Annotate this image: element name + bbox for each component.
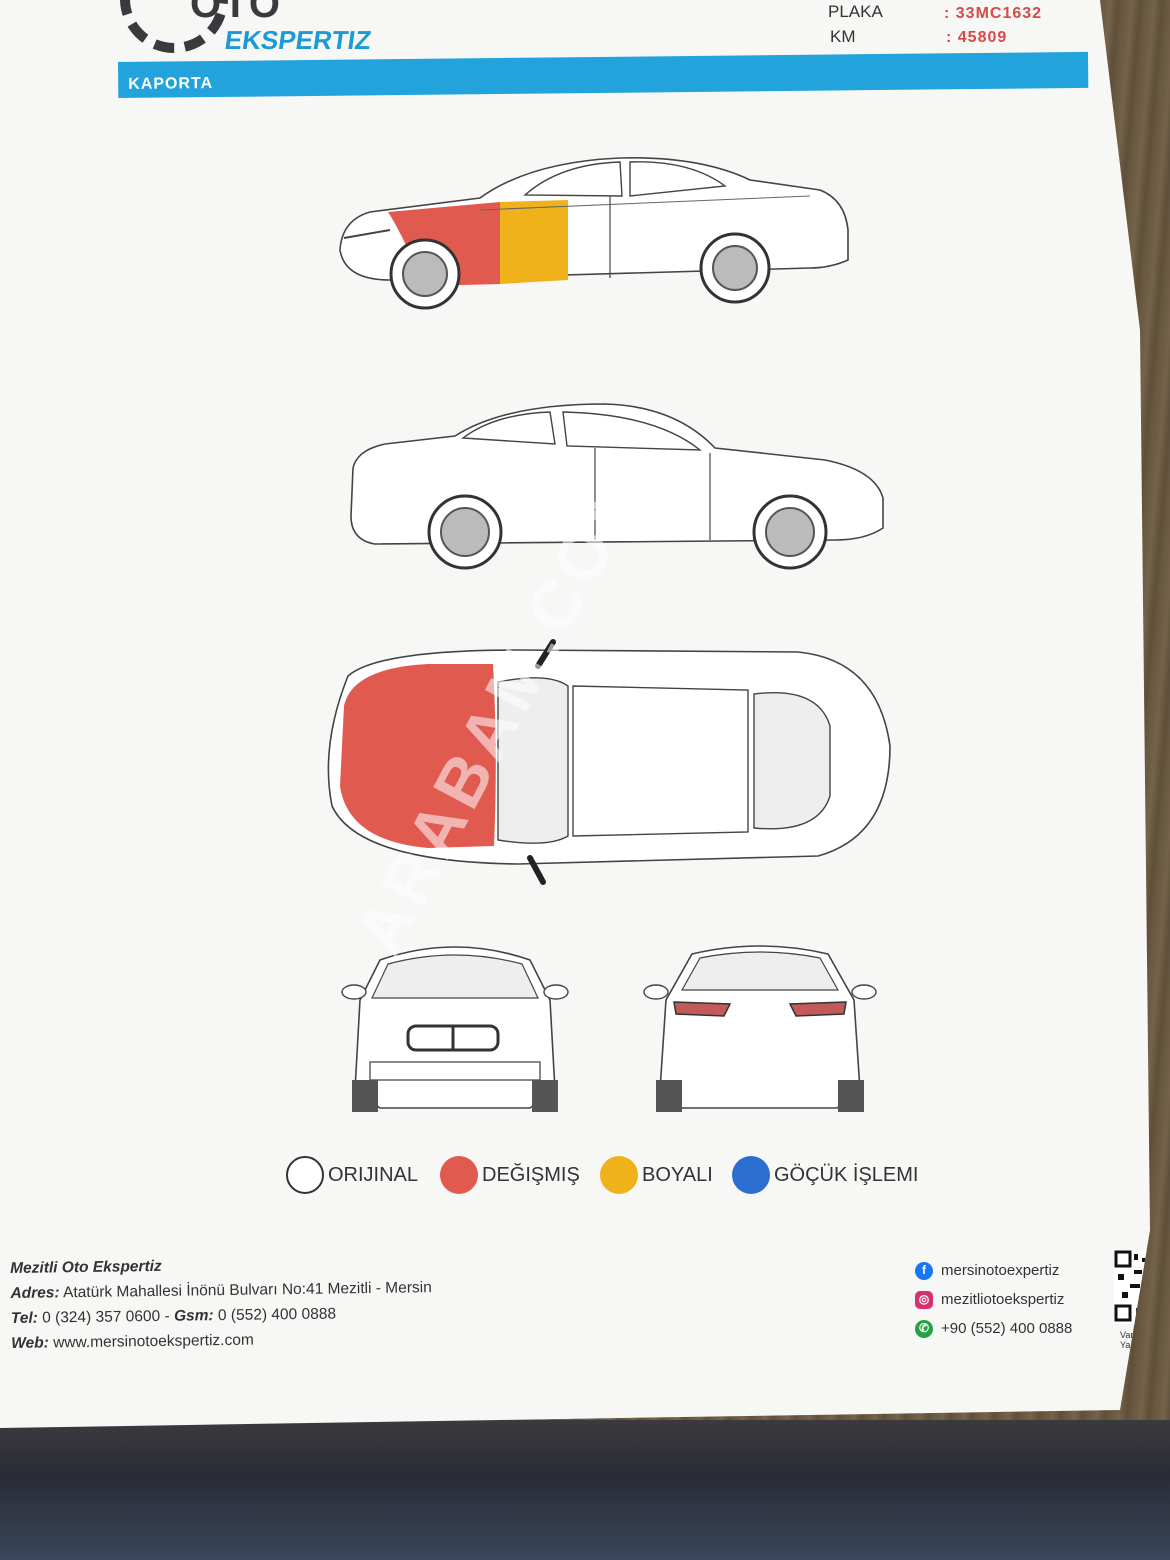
web-link[interactable]: www.mersinotoekspertiz.com — [53, 1331, 254, 1352]
legend-swatch-boyali — [600, 1156, 638, 1194]
car-front-view — [341, 946, 569, 1112]
gsm-label: Gsm: — [173, 1307, 214, 1325]
legend-swatch-orijinal — [286, 1156, 324, 1194]
color-legend: ORIJINAL DEĞIŞMIŞ BOYALI GÖÇÜK İŞLEMI — [286, 1156, 926, 1200]
tel-label: Tel: — [10, 1309, 38, 1327]
whatsapp-icon: ✆ — [915, 1319, 933, 1338]
car-rear-view — [643, 945, 877, 1112]
company-name: Mezitli Oto Ekspertiz — [10, 1257, 162, 1277]
legend-item-boyali: BOYALI — [600, 1156, 713, 1194]
section-header-band: KAPORTA — [118, 51, 1089, 98]
hood-damaged — [340, 664, 496, 848]
car-top-view — [327, 639, 891, 885]
facebook-handle[interactable]: mersinotoexpertiz — [941, 1262, 1060, 1279]
legend-label: GÖÇÜK İŞLEMI — [774, 1163, 919, 1186]
instagram-handle[interactable]: mezitliotoekspertiz — [941, 1291, 1065, 1308]
social-links: f mersinotoexpertiz ◎ mezitliotoeksperti… — [915, 1256, 1072, 1343]
plate-value: : 33MC1632 — [944, 5, 1043, 22]
legend-label: DEĞIŞMIŞ — [482, 1163, 580, 1186]
inspection-report-sheet: OTO EKSPERTIZ PLAKA : 33MC1632 KM : 4580… — [0, 0, 1150, 1428]
legend-item-orijinal: ORIJINAL — [286, 1156, 418, 1194]
plate-label: PLAKA — [828, 2, 883, 21]
facebook-icon: f — [915, 1261, 933, 1280]
company-contact-info: Mezitli Oto Ekspertiz Adres: Atatürk Mah… — [10, 1250, 433, 1356]
logo-text-sub: EKSPERTIZ — [222, 25, 374, 55]
legend-swatch-degismis — [440, 1156, 478, 1194]
legend-label: ORIJINAL — [328, 1163, 419, 1186]
legend-swatch-gocuk — [732, 1156, 770, 1194]
logo-text-top: OTO — [190, 0, 282, 26]
car-right-side-view — [350, 403, 884, 570]
legend-label: BOYALI — [642, 1163, 713, 1186]
km-label: KM — [830, 27, 856, 46]
address-text: Atatürk Mahallesi İnönü Bulvarı No:41 Me… — [62, 1279, 432, 1302]
whatsapp-number[interactable]: +90 (552) 400 0888 — [941, 1320, 1073, 1337]
gsm-text: 0 (552) 400 0888 — [217, 1305, 337, 1325]
instagram-icon: ◎ — [915, 1290, 933, 1309]
fabric-edge — [0, 1420, 1170, 1560]
legend-item-degismis: DEĞIŞMIŞ — [440, 1156, 580, 1194]
tel-text: 0 (324) 357 0600 - — [42, 1307, 170, 1327]
section-title: KAPORTA — [128, 75, 214, 93]
km-value: : 45809 — [946, 29, 1008, 46]
legend-item-gocuk: GÖÇÜK İŞLEMI — [732, 1156, 918, 1194]
address-label: Adres: — [10, 1284, 60, 1302]
car-left-side-view — [339, 157, 849, 310]
left-front-door-painted — [500, 200, 568, 284]
web-label: Web: — [11, 1334, 49, 1352]
